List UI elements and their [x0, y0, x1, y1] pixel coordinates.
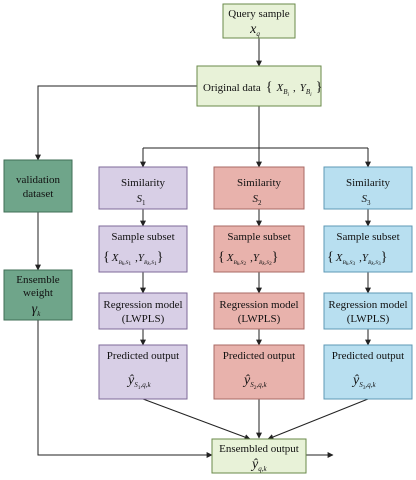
regression-model-box-2: Regression model (LWPLS) [213, 292, 305, 330]
svg-text:S1: S1 [137, 193, 147, 207]
svg-text:{XBk,S1 ,YBk,S1}: {XBk,S1 ,YBk,S1} [103, 250, 163, 269]
validation-line1: validation [16, 174, 60, 186]
svg-text:(LWPLS): (LWPLS) [122, 313, 165, 325]
svg-text:{XBk,S2 ,YBk,S2}: {XBk,S2 ,YBk,S2} [218, 250, 278, 269]
svg-text:(LWPLS): (LWPLS) [347, 313, 390, 325]
arrow-original-to-validation [35, 85, 197, 161]
sample-subset-box-1: Sample subset {XBk,S1 ,YBk,S1} [98, 225, 188, 273]
svg-text:{XBk,S3 ,YBk,S3}: {XBk,S3 ,YBk,S3} [327, 250, 387, 269]
svg-text:Predicted output: Predicted output [107, 350, 179, 362]
sample-subset-box-2: Sample subset {XBk,S2 ,YBk,S2} [213, 225, 305, 273]
gamma-var: γ [32, 302, 38, 317]
svg-text:Regression model: Regression model [219, 299, 298, 311]
column-2: Similarity S2 Sample subset {XBk,S2 ,YBk… [213, 166, 305, 400]
svg-text:Regression model: Regression model [103, 299, 182, 311]
ensembled-var: ŷ [250, 457, 259, 472]
column-3: Similarity S3 Sample subset {XBk,S3 ,YBk… [323, 166, 413, 400]
predicted-output-box-3: Predicted output ŷS3,q,k [323, 344, 413, 400]
arrow-pred1-to-ensembled [142, 398, 251, 440]
ensemble-weight-line2: weight [23, 287, 53, 299]
svg-text:S2: S2 [253, 193, 263, 207]
similarity-box-1: Similarity S1 [98, 166, 188, 210]
svg-text:Predicted output: Predicted output [223, 350, 295, 362]
query-sample-box: Query sample xq [222, 3, 296, 39]
y-hat-3: ŷ [351, 373, 360, 388]
sample-subset-box-3: Sample subset {XBk,S3 ,YBk,S3} [323, 225, 413, 273]
svg-text:ŷS1,q,k: ŷS1,q,k [126, 373, 151, 391]
svg-text:ŷS2,q,k: ŷS2,q,k [242, 373, 267, 391]
svg-text:(LWPLS): (LWPLS) [238, 313, 281, 325]
query-sample-label: Query sample [228, 8, 290, 20]
regression-model-box-1: Regression model (LWPLS) [98, 292, 188, 330]
svg-text:Sample subset: Sample subset [227, 231, 290, 243]
y-hat-2: ŷ [242, 373, 251, 388]
svg-text:Similarity: Similarity [121, 177, 166, 189]
svg-text:Regression model: Regression model [328, 299, 407, 311]
svg-text:Similarity: Similarity [237, 177, 282, 189]
ensembled-output-label: Ensembled output [219, 443, 299, 455]
svg-text:Original data { XB: Original data { XBi , YBi } [203, 78, 322, 100]
svg-text:γk: γk [32, 302, 42, 318]
y-hat-1: ŷ [126, 373, 135, 388]
svg-text:Predicted output: Predicted output [332, 350, 404, 362]
connectors [35, 38, 371, 458]
column-1: Similarity S1 Sample subset {XBk,S1 ,YBk… [98, 166, 188, 400]
svg-text:ŷq,k: ŷq,k [250, 457, 267, 473]
svg-text:xq: xq [249, 22, 260, 38]
ensemble-weight-box: Ensemble weight γk [3, 269, 73, 321]
ensemble-weight-line1: Ensemble [16, 274, 59, 286]
svg-text:S3: S3 [362, 193, 372, 207]
query-var: x [249, 22, 257, 37]
query-sub: q [256, 30, 260, 38]
arrow-pred3-to-ensembled [267, 398, 369, 440]
similarity-box-3: Similarity S3 [323, 166, 413, 210]
predicted-output-box-1: Predicted output ŷS1,q,k [98, 344, 188, 400]
validation-dataset-box: validation dataset [3, 159, 73, 213]
similarity-box-2: Similarity S2 [213, 166, 305, 210]
predicted-output-box-2: Predicted output ŷS2,q,k [213, 344, 305, 400]
validation-line2: dataset [23, 188, 54, 200]
arrow-weight-to-ensembled [37, 320, 213, 458]
original-data-box: Original data { XBi , YBi } [196, 65, 322, 107]
svg-text:Similarity: Similarity [346, 177, 391, 189]
ensembled-output-box: Ensembled output ŷq,k [211, 438, 307, 474]
svg-text:ŷS3,q,k: ŷS3,q,k [351, 373, 376, 391]
svg-text:Sample subset: Sample subset [111, 231, 174, 243]
regression-model-box-3: Regression model (LWPLS) [323, 292, 413, 330]
original-data-label: Original data [203, 82, 261, 94]
svg-text:Sample subset: Sample subset [336, 231, 399, 243]
